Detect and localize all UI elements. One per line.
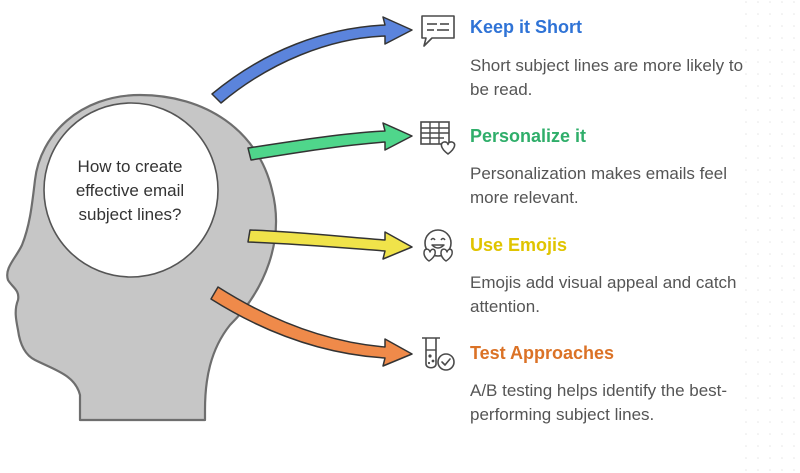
item-title-test-approaches: Test Approaches <box>470 343 615 363</box>
test-tube-icon <box>418 334 458 374</box>
dotted-background <box>740 0 800 473</box>
item-description-personalize-it: Personalization makes emails feel more r… <box>470 164 728 207</box>
item-description-keep-it-short: Short subject lines are more likely to b… <box>470 56 744 99</box>
arrow-test-approaches <box>210 286 413 367</box>
item-description-test-approaches: A/B testing helps identify the best-perf… <box>470 381 728 424</box>
item-title-personalize-it: Personalize it <box>470 126 587 146</box>
arrow-keep-it-short <box>211 16 413 104</box>
arrow-use-emojis <box>247 229 413 260</box>
item-title-keep-it-short: Keep it Short <box>470 17 583 37</box>
emoji-icon <box>418 226 458 266</box>
question-circle <box>43 102 219 278</box>
personalized-list-icon <box>418 117 458 157</box>
subject-line-icon <box>418 12 458 52</box>
center-question: How to create effective email subject li… <box>75 157 185 224</box>
item-title-use-emojis: Use Emojis <box>470 235 568 255</box>
item-description-use-emojis: Emojis add visual appeal and catch atten… <box>470 273 737 316</box>
arrow-personalize-it <box>247 122 413 161</box>
